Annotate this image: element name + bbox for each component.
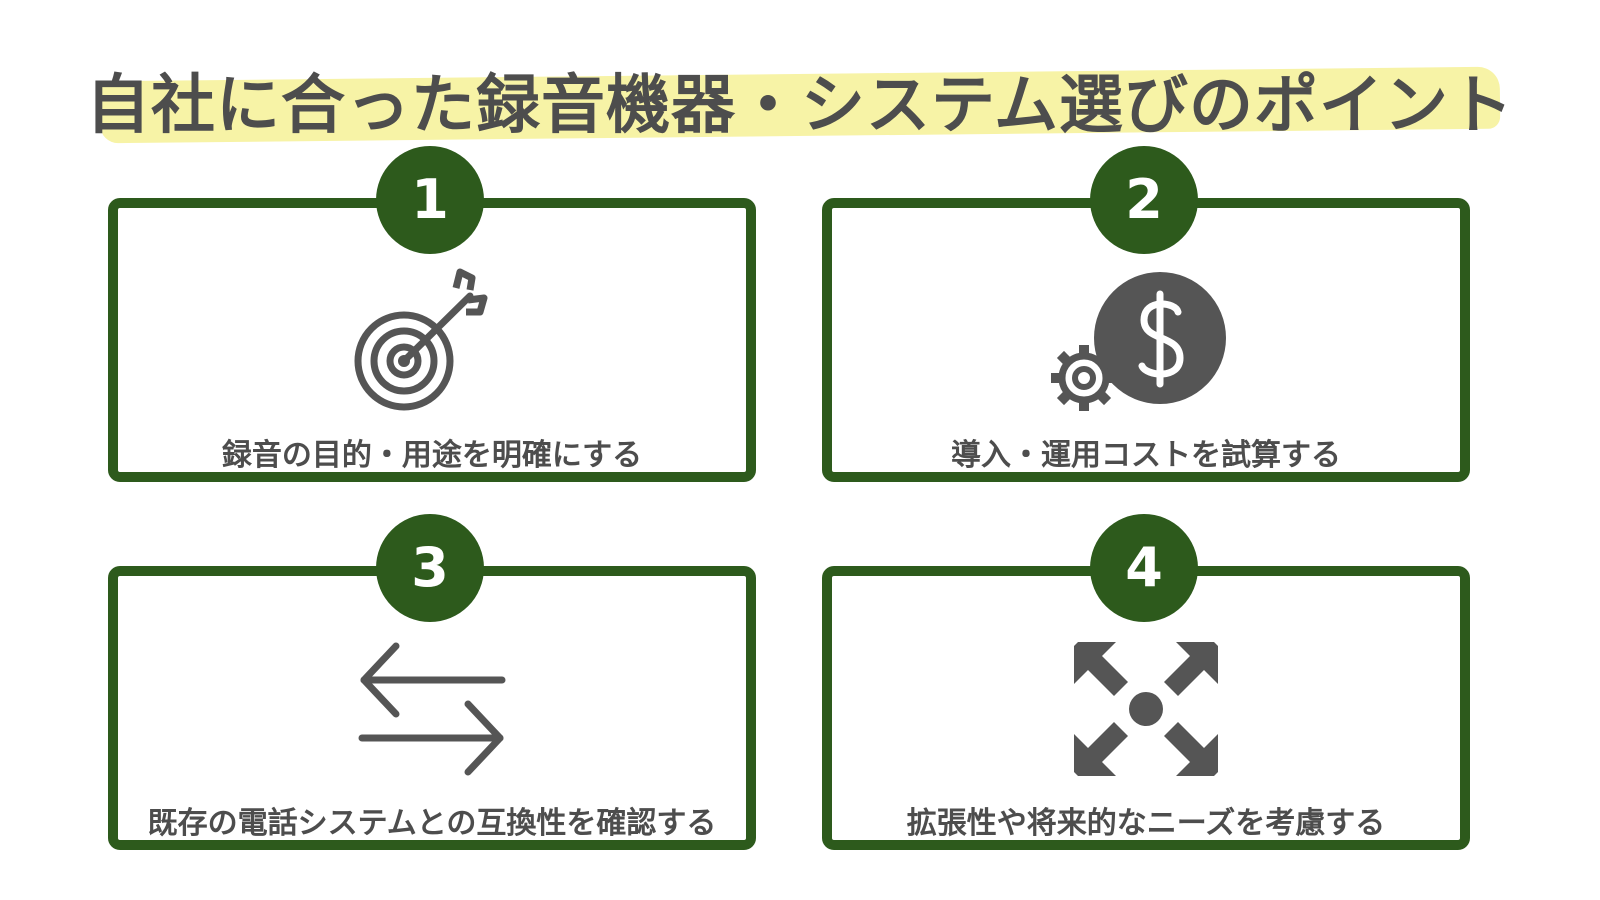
point-card-3: 既存の電話システムとの互換性を確認する (108, 566, 756, 850)
page-title: 自社に合った録音機器・システム選びのポイント (85, 69, 1515, 143)
dollar-gear-icon (1048, 268, 1228, 418)
number-badge-2: 2 (1090, 146, 1198, 254)
number-badge-1: 1 (376, 146, 484, 254)
point-label-1: 録音の目的・用途を明確にする (221, 438, 643, 473)
point-label-3: 既存の電話システムとの互換性を確認する (147, 806, 717, 841)
point-label-2: 導入・運用コストを試算する (951, 438, 1341, 473)
target-icon (352, 268, 512, 418)
number-badge-4: 4 (1090, 514, 1198, 622)
title-area: 自社に合った録音機器・システム選びのポイント (0, 48, 1600, 158)
swap-arrows-icon (352, 634, 512, 784)
point-label-4: 拡張性や将来的なニーズを考慮する (906, 806, 1386, 841)
expand-arrows-icon (1066, 634, 1226, 784)
number-badge-3: 3 (376, 514, 484, 622)
point-card-2: 導入・運用コストを試算する (822, 198, 1470, 482)
